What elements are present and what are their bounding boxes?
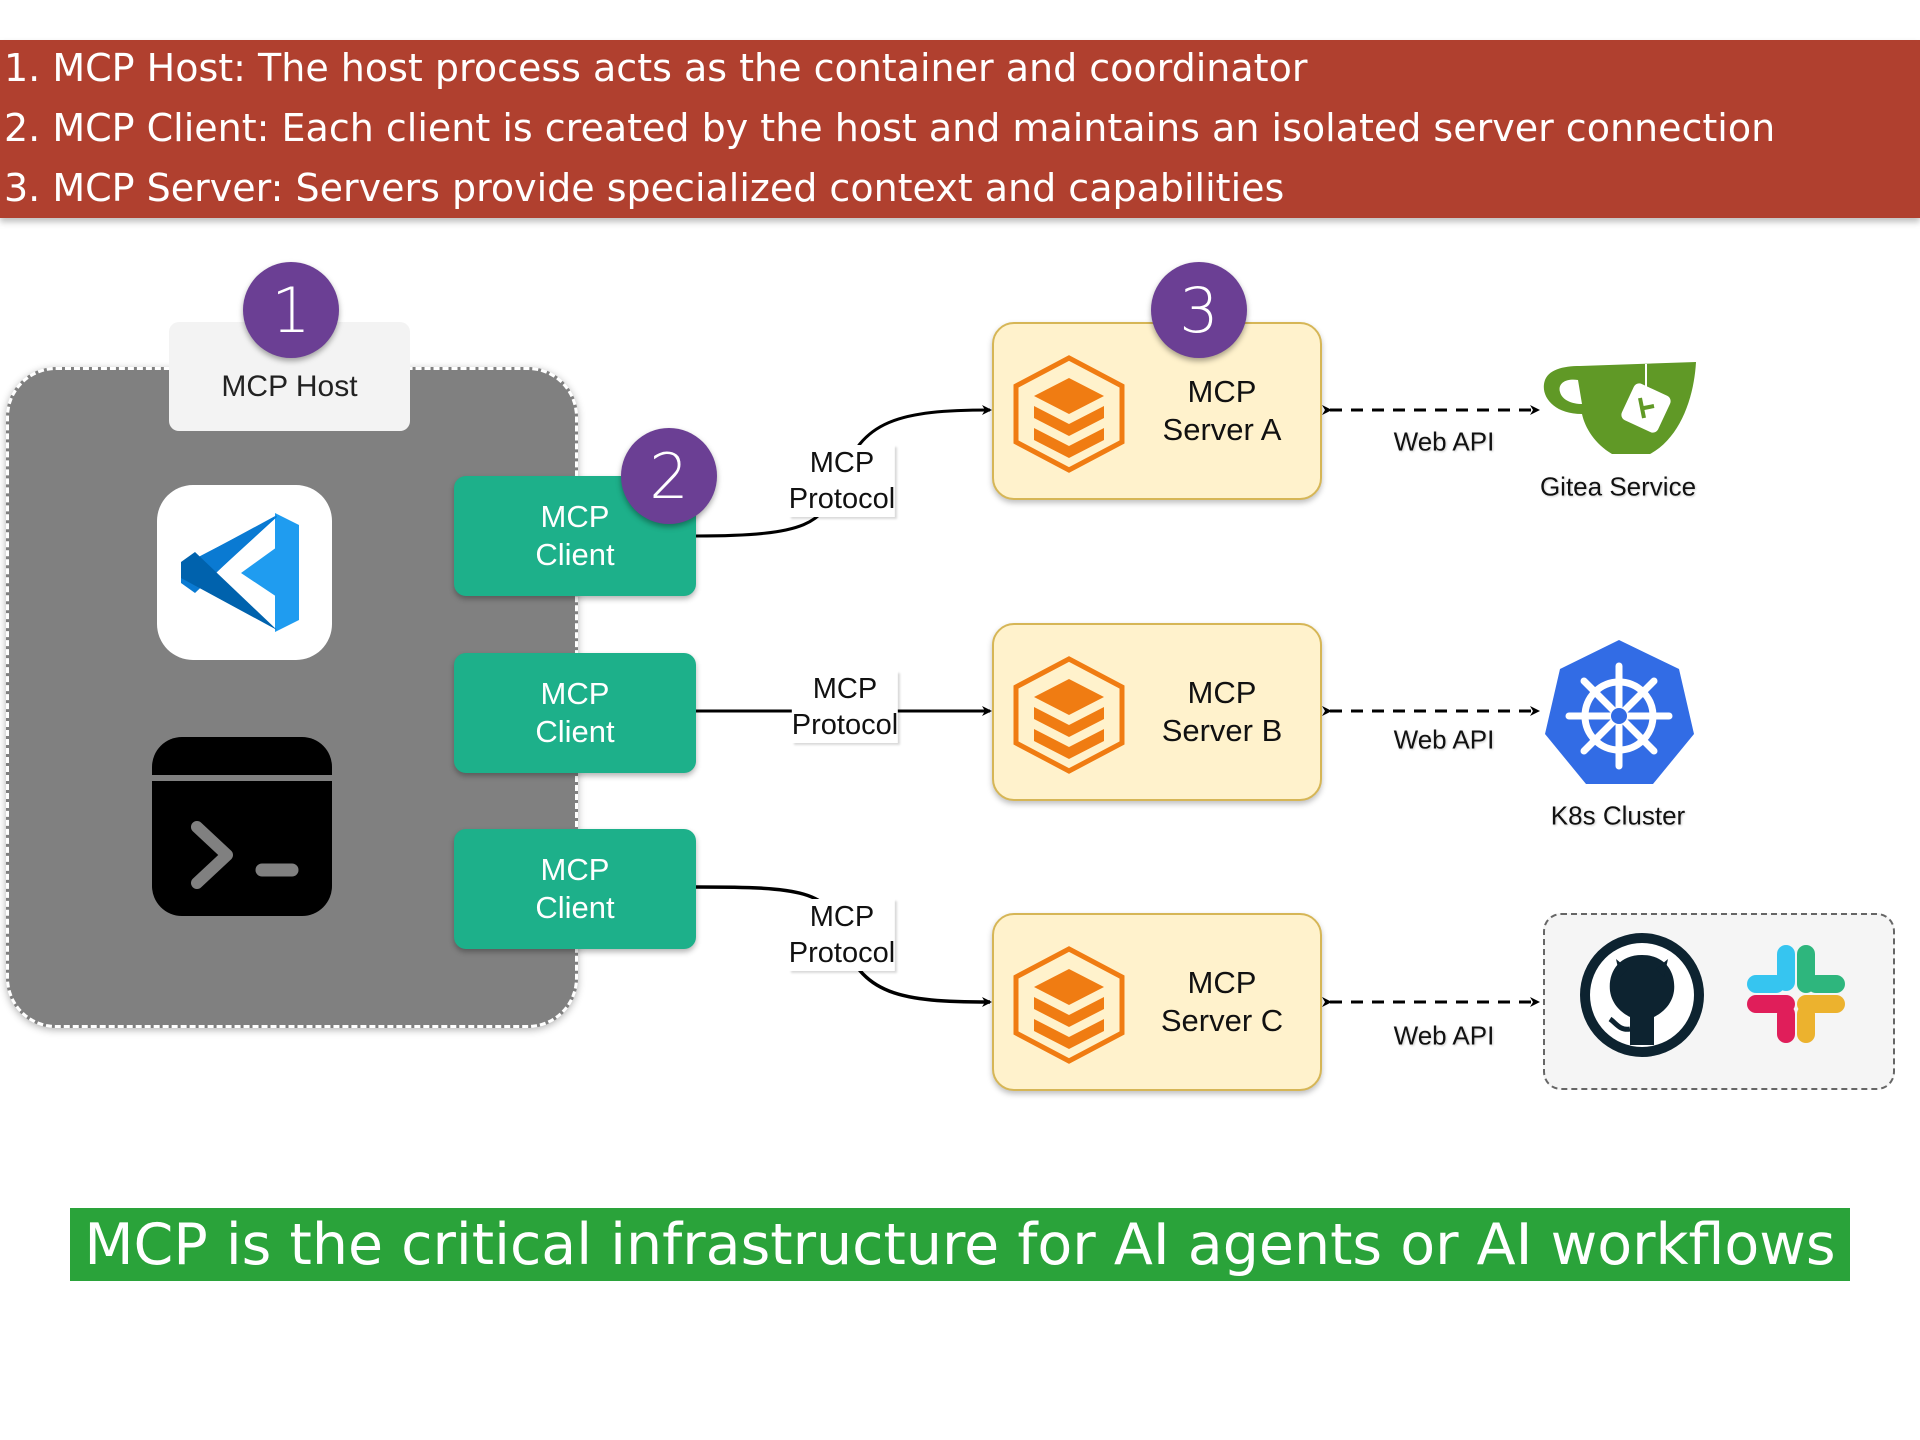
protocol-label-1: MCP Protocol [788,445,896,517]
terminal-icon [152,737,332,916]
server-label: Server B [1161,713,1283,748]
server-label: MCP [1187,374,1257,409]
client-label: MCP [540,499,610,534]
server-label: MCP [1187,675,1257,710]
protocol-text: MCP [812,673,878,705]
protocol-text: MCP [809,447,875,479]
protocol-text: Protocol [788,937,896,969]
gitea-service-label: Gitea Service [1539,471,1697,502]
banner-line-server: 3. MCP Server: Servers provide specializ… [4,166,1285,210]
badge-3: 3 [1151,262,1247,358]
client-label: Client [535,537,615,572]
client-label: Client [535,714,615,749]
server-label: Server C [1160,1003,1284,1038]
footer-banner: MCP is the critical infrastructure for A… [70,1208,1850,1281]
server-label: MCP [1187,965,1257,1000]
banner-line-host: 1. MCP Host: The host process acts as th… [4,46,1308,90]
k8s-cluster-label: K8s Cluster [1550,800,1686,831]
client-label: MCP [540,852,610,887]
server-stack-icon [1013,946,1125,1064]
banner-line-client: 2. MCP Client: Each client is created by… [4,106,1776,150]
server-stack-icon [1013,656,1125,774]
web-api-label-b: Web API [1393,724,1495,755]
protocol-text: MCP [809,901,875,933]
client-label: Client [535,890,615,925]
client-label: MCP [540,676,610,711]
protocol-text: Protocol [791,709,899,741]
kubernetes-icon [1545,640,1694,784]
protocol-text: Protocol [788,483,896,515]
vscode-icon [157,485,332,660]
gitea-icon [1543,362,1696,454]
github-icon [1580,933,1704,1057]
slack-icon [1747,945,1845,1043]
badge-2: 2 [621,428,717,524]
summary-banner: 1. MCP Host: The host process acts as th… [0,40,1920,218]
protocol-label-3: MCP Protocol [788,899,896,971]
protocol-label-2: MCP Protocol [791,671,899,743]
badge-1: 1 [243,262,339,358]
server-stack-icon [1013,355,1125,473]
web-api-label-c: Web API [1393,1020,1495,1051]
server-label: Server A [1162,412,1282,447]
web-api-label-a: Web API [1393,426,1495,457]
